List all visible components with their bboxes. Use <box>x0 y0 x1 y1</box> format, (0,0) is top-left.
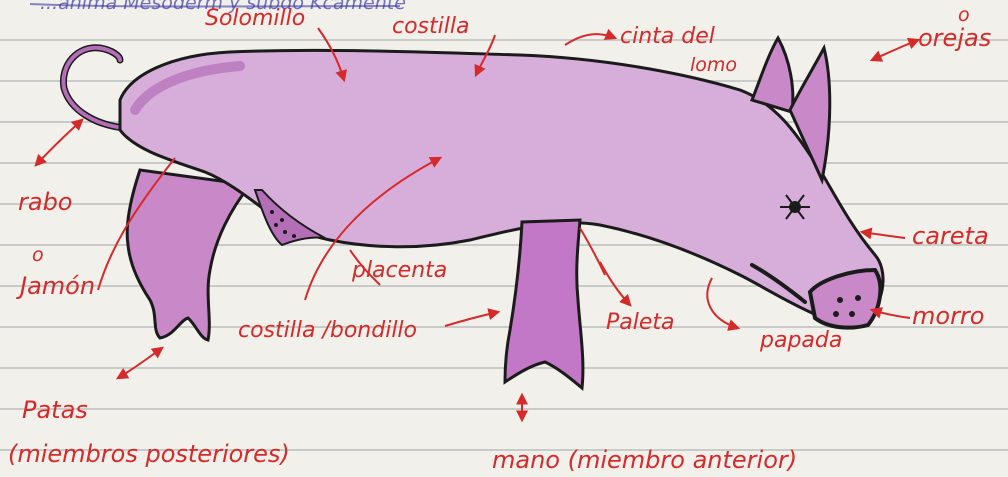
label-patas-note: (miembros posteriores) <box>8 440 290 468</box>
label-careta: careta <box>912 222 989 250</box>
label-solomillo: Solomillo <box>205 6 305 31</box>
label-cinta-del: cinta del <box>620 24 715 49</box>
front-leg <box>505 220 583 388</box>
label-placenta: placenta <box>352 258 447 283</box>
hind-leg <box>127 170 250 340</box>
label-jamon: Jamón <box>20 272 95 300</box>
label-costilla: costilla <box>392 14 469 39</box>
ear-back <box>752 38 793 112</box>
label-orejas: orejas <box>918 24 991 52</box>
label-mano-note: mano (miembro anterior) <box>492 446 797 474</box>
label-morro: morro <box>912 302 984 330</box>
label-orejas-mark: o <box>958 4 970 26</box>
label-rabo: rabo <box>18 188 73 216</box>
label-lomo: lomo <box>690 54 737 76</box>
label-papada: papada <box>760 328 842 353</box>
label-rabo-mark: o <box>32 244 44 266</box>
label-paleta: Paleta <box>606 310 675 335</box>
label-costilla-bondillo: costilla /bondillo <box>238 318 417 343</box>
label-patas: Patas <box>22 396 88 424</box>
